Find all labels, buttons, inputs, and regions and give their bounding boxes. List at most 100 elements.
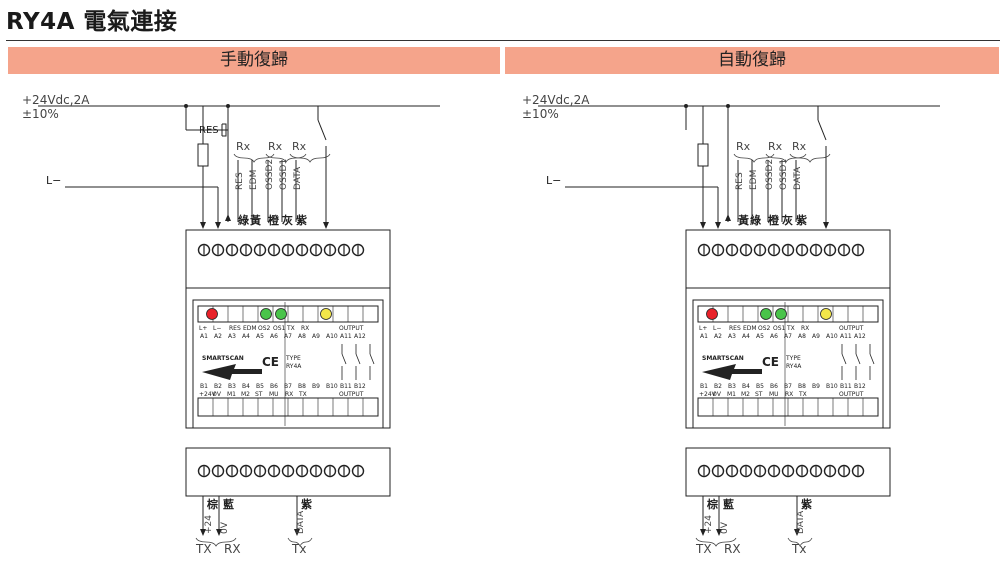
wire-color-label: 紫 (296, 213, 307, 227)
supply-voltage-label: +24Vdc,2A (22, 93, 90, 107)
bottom-brace (695, 537, 737, 547)
pin-code: B5 (256, 383, 264, 390)
pin-label: M2 (241, 391, 250, 398)
signal-label: OSSD2 (765, 159, 775, 190)
wire-color-label: 綠 (238, 213, 250, 227)
pin-label: TX (286, 325, 295, 332)
arrow-down (200, 222, 206, 229)
rx-label: Rx (768, 140, 783, 153)
brand-arrow (702, 364, 762, 380)
led-green (775, 308, 787, 320)
led-red (206, 308, 218, 320)
pin-label: TX (786, 325, 795, 332)
signal-label: OSSD1 (279, 159, 289, 190)
pin-code: B12 (854, 383, 866, 390)
ce-mark: CE (762, 355, 779, 369)
bottom-brace (787, 537, 813, 547)
pin-label: EDM (743, 325, 757, 332)
pin-code: A5 (256, 333, 264, 340)
wire-color-label: 紫 (801, 497, 812, 511)
rx-brace (289, 153, 331, 163)
panel-header-manual: 手動復歸 (8, 47, 500, 74)
pin-code: B1 (200, 383, 208, 390)
pin-label: 0V (713, 391, 722, 398)
pin-code: A4 (742, 333, 750, 340)
pin-code: A5 (756, 333, 764, 340)
bottom-brace (195, 537, 237, 547)
l-minus-label: L− (546, 174, 561, 187)
pin-label: TX (298, 391, 307, 398)
pin-label: 0V (213, 391, 222, 398)
pin-code: A2 (714, 333, 722, 340)
pin-code: A10 (326, 333, 338, 340)
wire-color-label: 綠 (750, 213, 762, 227)
pin-code: B8 (798, 383, 806, 390)
pin-label: OS2 (758, 325, 771, 332)
pin-code: B10 (326, 383, 338, 390)
pin-code: A3 (728, 333, 736, 340)
pin-code: A8 (798, 333, 806, 340)
pin-code: A11 (840, 333, 852, 340)
pin-code: A1 (700, 333, 708, 340)
pin-label: RX (285, 391, 293, 398)
type-label: TYPE (285, 355, 301, 362)
pin-code: A7 (784, 333, 792, 340)
arrow-down (200, 529, 206, 536)
pin-code: B11 (840, 383, 852, 390)
pin-label: EDM (243, 325, 257, 332)
led-green (275, 308, 287, 320)
pin-label: OUTPUT (339, 391, 364, 398)
pin-label: L− (713, 325, 721, 332)
pin-label: ST (255, 391, 263, 398)
model-label: RY4A (786, 363, 802, 370)
fuse (197, 143, 209, 167)
pin-code: A7 (284, 333, 292, 340)
bottom-signal-label: DATA (796, 510, 806, 534)
pin-code: B12 (354, 383, 366, 390)
pin-label: +24V (199, 391, 217, 398)
pin-code: B4 (742, 383, 750, 390)
signal-label: EDM (749, 170, 759, 190)
arrow-down (700, 222, 706, 229)
arrow-down (716, 529, 722, 536)
bottom-signal-label: 0V (220, 521, 230, 534)
panel-header-auto: 自動復歸 (505, 47, 999, 74)
pin-label: L+ (699, 325, 707, 332)
pin-label: OS1 (773, 325, 786, 332)
terminal-block-top (685, 229, 891, 289)
pin-label: RES (229, 325, 241, 332)
terminal-block-top (185, 229, 391, 289)
pin-code: B7 (784, 383, 792, 390)
pin-code: A8 (298, 333, 306, 340)
pin-code: B5 (756, 383, 764, 390)
bottom-brace (287, 537, 313, 547)
signal-label: RES (735, 172, 745, 190)
wire-color-label: 紫 (796, 213, 807, 227)
supply-tolerance-label: ±10% (22, 107, 59, 121)
pin-code: B2 (214, 383, 222, 390)
ce-mark: CE (262, 355, 279, 369)
arrow-down (700, 529, 706, 536)
pin-code: B6 (270, 383, 278, 390)
pin-label: RX (785, 391, 793, 398)
relay-contact (869, 353, 875, 365)
pin-code: A9 (812, 333, 820, 340)
rx-label: Rx (236, 140, 251, 153)
relay-contact (341, 353, 347, 365)
pin-label: M1 (227, 391, 236, 398)
wire-color-label: 黃 (737, 213, 749, 227)
pin-code: B3 (228, 383, 236, 390)
model-label: RY4A (286, 363, 302, 370)
pin-code: B6 (770, 383, 778, 390)
supply-tolerance-label: ±10% (522, 107, 559, 121)
pin-label: L+ (199, 325, 207, 332)
relay-contact (855, 353, 861, 365)
led-yellow (820, 308, 832, 320)
rx-brace (733, 153, 775, 163)
supply-voltage-label: +24Vdc,2A (522, 93, 590, 107)
brand-arrow (202, 364, 262, 380)
pin-code: A10 (826, 333, 838, 340)
signal-label: OSSD2 (265, 159, 275, 190)
rx-brace (233, 153, 275, 163)
